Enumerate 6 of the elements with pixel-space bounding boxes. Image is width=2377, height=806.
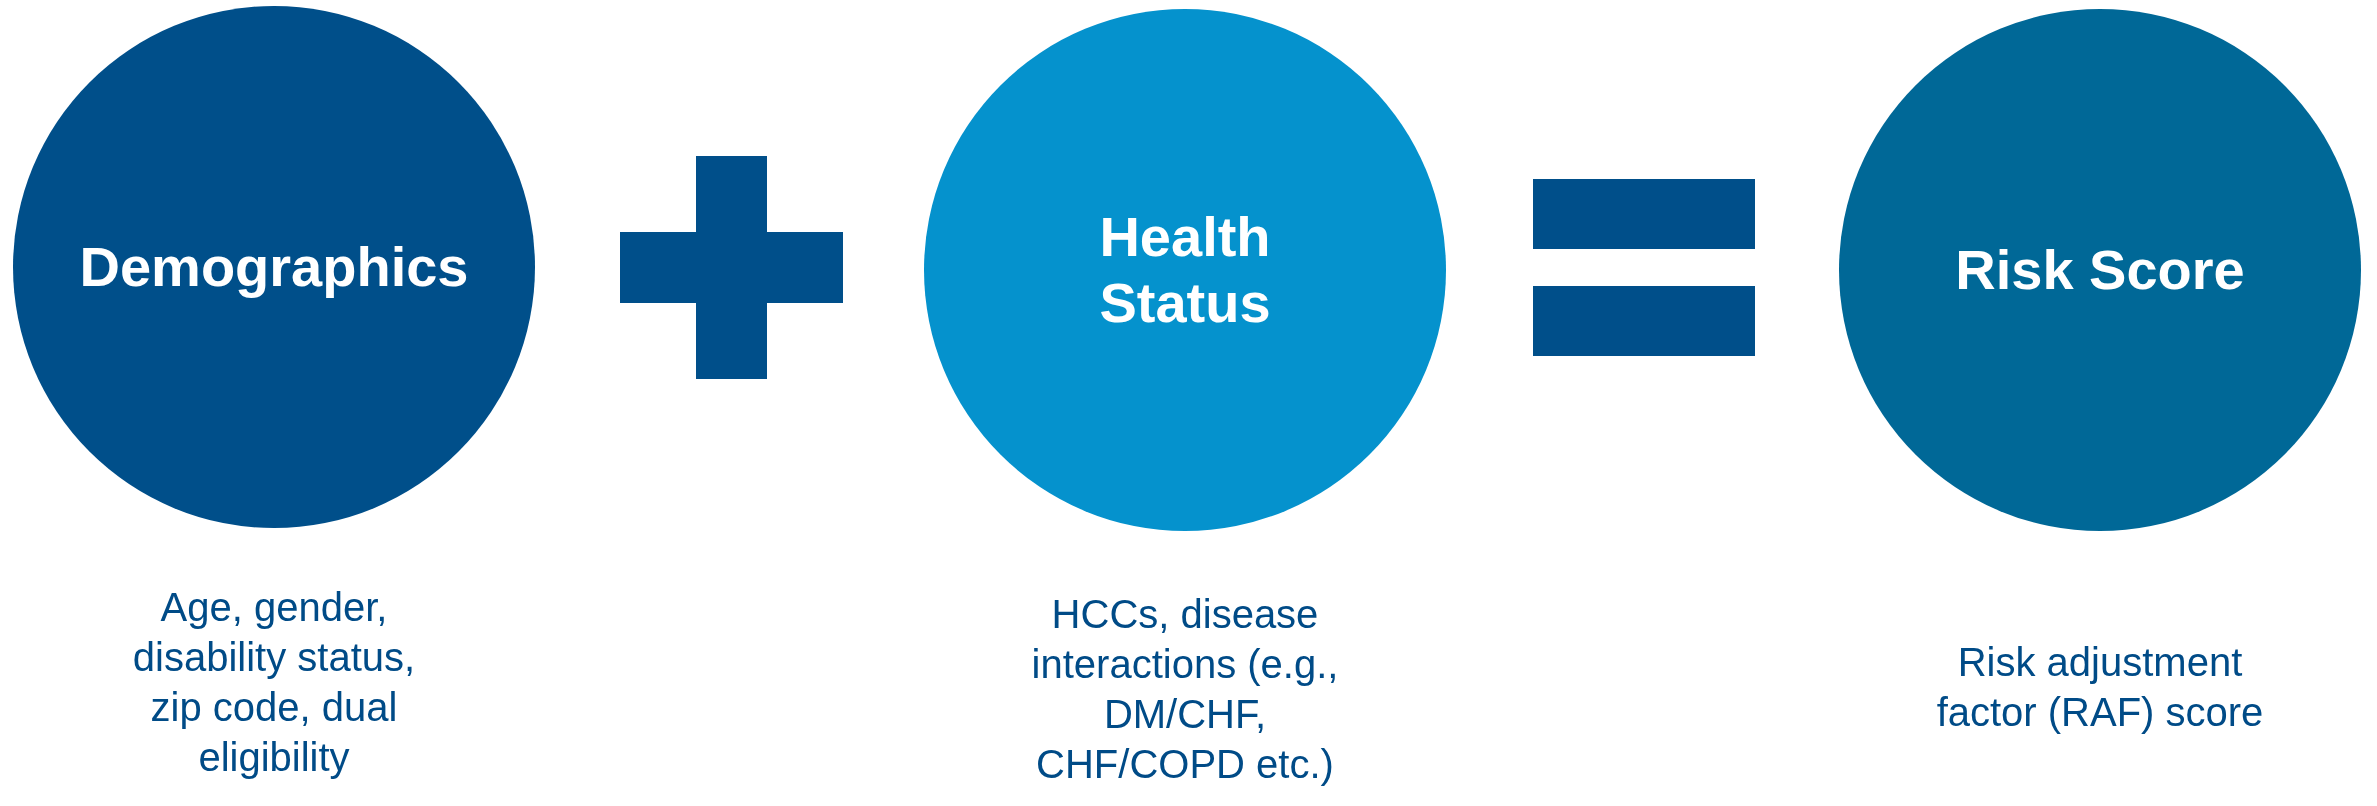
circle-title: Demographics [78, 233, 470, 300]
circle-title: Risk Score [1954, 236, 2246, 303]
circle-title: Health Status [1098, 203, 1272, 336]
description-text: Age, gender, disability status, zip code, dual eligibility [131, 584, 417, 781]
description-text: HCCs, disease interactions (e.g., DM/CHF, CHF/COPD etc.) [1030, 591, 1340, 788]
description-text: Risk adjustment factor (RAF) score [1935, 639, 2265, 736]
